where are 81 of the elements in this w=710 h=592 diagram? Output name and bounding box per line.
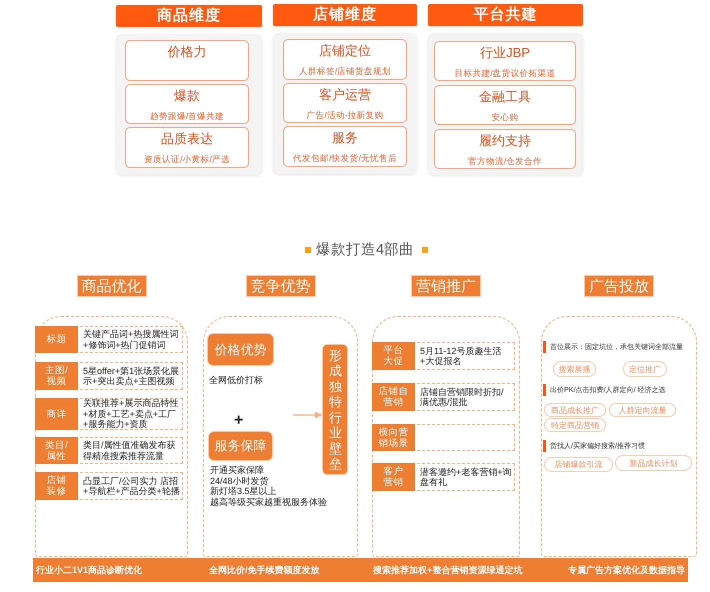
row-text: 关键产品词+热搜属性词+修饰词+热门促销词 bbox=[83, 329, 180, 350]
row-tag: 标题 bbox=[35, 326, 78, 353]
row-tag: 平台大促 bbox=[372, 342, 415, 370]
feature-card bbox=[434, 85, 576, 125]
item-row bbox=[372, 463, 515, 491]
card-title: 店铺定位 bbox=[319, 43, 371, 59]
note-text: 越高等级买家越重视服务体验 bbox=[210, 496, 327, 507]
column-header: 商品优化 bbox=[76, 275, 146, 297]
feature-card bbox=[434, 41, 576, 81]
tag-pill: 特定商品营销 bbox=[544, 418, 606, 432]
row-text: 5月11-12号质趣生活+大促报名 bbox=[420, 346, 502, 366]
item-row bbox=[35, 437, 183, 464]
summary-bar: 行业小二1V1商品诊断优化 bbox=[33, 558, 195, 582]
item-row bbox=[35, 398, 183, 430]
feature-card bbox=[125, 127, 249, 168]
row-text: 关联推荐+展示商品特性+材质+工艺+卖点+工厂+服务能力+资质 bbox=[83, 398, 180, 430]
card-title: 行业JBP bbox=[480, 45, 530, 61]
row-text: 店铺自营销限时折扣/满优惠/混批 bbox=[420, 386, 505, 408]
tag-pill: 新品成长计划 bbox=[615, 455, 692, 471]
row-tag: 主图/视频 bbox=[35, 362, 78, 390]
vertical-banner: 形成独特行业壁垒 bbox=[322, 344, 348, 475]
item-row bbox=[35, 326, 183, 353]
item-row bbox=[35, 362, 183, 390]
card-subtitle: 资质认证/小黄标/严选 bbox=[144, 154, 230, 165]
note-text: 开通买家保障 bbox=[210, 465, 264, 476]
row-text: 潜客邀约+老客营销+询盘有礼 bbox=[420, 466, 512, 488]
category-header: 店铺维度 bbox=[273, 4, 417, 26]
tag-pill: 店铺爆款引流 bbox=[544, 457, 613, 472]
tag-pill: 定位推广 bbox=[623, 361, 667, 377]
card-title: 爆款 bbox=[174, 88, 200, 104]
item-row bbox=[372, 383, 515, 411]
advantage-box: 服务保障 bbox=[208, 431, 273, 461]
tag-pill: 商品成长推广 bbox=[544, 403, 606, 417]
card-subtitle: 官方物流/仓发合作 bbox=[468, 156, 542, 167]
summary-bar: 专属广告方案优化及数据指导 bbox=[535, 558, 688, 582]
summary-bar: 全网比价/免手续费额度发放 bbox=[195, 558, 367, 582]
card-subtitle: 广告/活动-拉新复购 bbox=[306, 110, 384, 121]
row-tag: 店铺装修 bbox=[35, 472, 78, 500]
row-tag: 店铺自营销 bbox=[372, 383, 415, 411]
advantage-box: 价格优势 bbox=[207, 333, 274, 366]
card-subtitle: 代发包邮/快发货/无忧售后 bbox=[293, 153, 397, 164]
note-text: 新灯塔3.5星以上 bbox=[210, 486, 277, 496]
note-text: 全网低价打标 bbox=[209, 375, 263, 386]
summary-bar: 搜索推荐加权+整合营销资源绿通定坑 bbox=[367, 558, 535, 582]
section-heading: 爆款打造4部曲 bbox=[316, 241, 414, 259]
row-text: 凸显工厂/公司实力 店招+导航栏+产品分类+轮播 bbox=[83, 476, 180, 496]
arrow bbox=[293, 412, 322, 418]
feature-card bbox=[125, 40, 249, 81]
feature-card bbox=[283, 126, 407, 167]
row-tag: 类目/属性 bbox=[35, 437, 78, 464]
item-row bbox=[372, 342, 515, 370]
tag-pill: 搜索展播 bbox=[553, 361, 596, 377]
column-header: 竞争优势 bbox=[246, 275, 316, 297]
card-title: 金融工具 bbox=[479, 89, 531, 105]
card-title: 履约支持 bbox=[479, 133, 531, 149]
column-header: 营销推广 bbox=[411, 275, 481, 297]
category-header: 平台共建 bbox=[428, 4, 583, 26]
tag-pill: 人群定向流量 bbox=[609, 403, 676, 417]
card-subtitle: 人群标签/店铺货盘规划 bbox=[298, 66, 392, 77]
note-text: 24/48小时发货 bbox=[210, 476, 269, 486]
category-header: 商品维度 bbox=[116, 5, 262, 27]
row-tag: 横向营销场景 bbox=[372, 424, 415, 451]
feature-card bbox=[434, 129, 576, 169]
row-tag: 客户营销 bbox=[372, 463, 415, 491]
plus-sign: + bbox=[234, 411, 244, 431]
card-subtitle: 趋势跟爆/首爆共建 bbox=[150, 111, 224, 122]
card-title: 品质表达 bbox=[161, 131, 213, 147]
card-subtitle: 安心购 bbox=[492, 112, 518, 123]
row-tag: 商详 bbox=[35, 398, 78, 430]
column-header: 广告投放 bbox=[584, 275, 654, 297]
card-title: 价格力 bbox=[168, 44, 206, 60]
item-row bbox=[35, 472, 183, 500]
card-subtitle: 目标共建/盘货议价拓渠道 bbox=[454, 68, 556, 79]
item-row bbox=[372, 424, 515, 451]
feature-card bbox=[283, 39, 407, 80]
card-title: 服务 bbox=[332, 130, 358, 146]
card-title: 客户运营 bbox=[319, 87, 371, 103]
feature-card bbox=[283, 83, 407, 123]
feature-card bbox=[125, 84, 249, 124]
row-text: 类目/属性值准确发布获得精准搜索推荐流量 bbox=[83, 440, 177, 461]
row-text: 5星offer+第1张场景化展示+突出卖点+主图视频 bbox=[83, 366, 180, 386]
